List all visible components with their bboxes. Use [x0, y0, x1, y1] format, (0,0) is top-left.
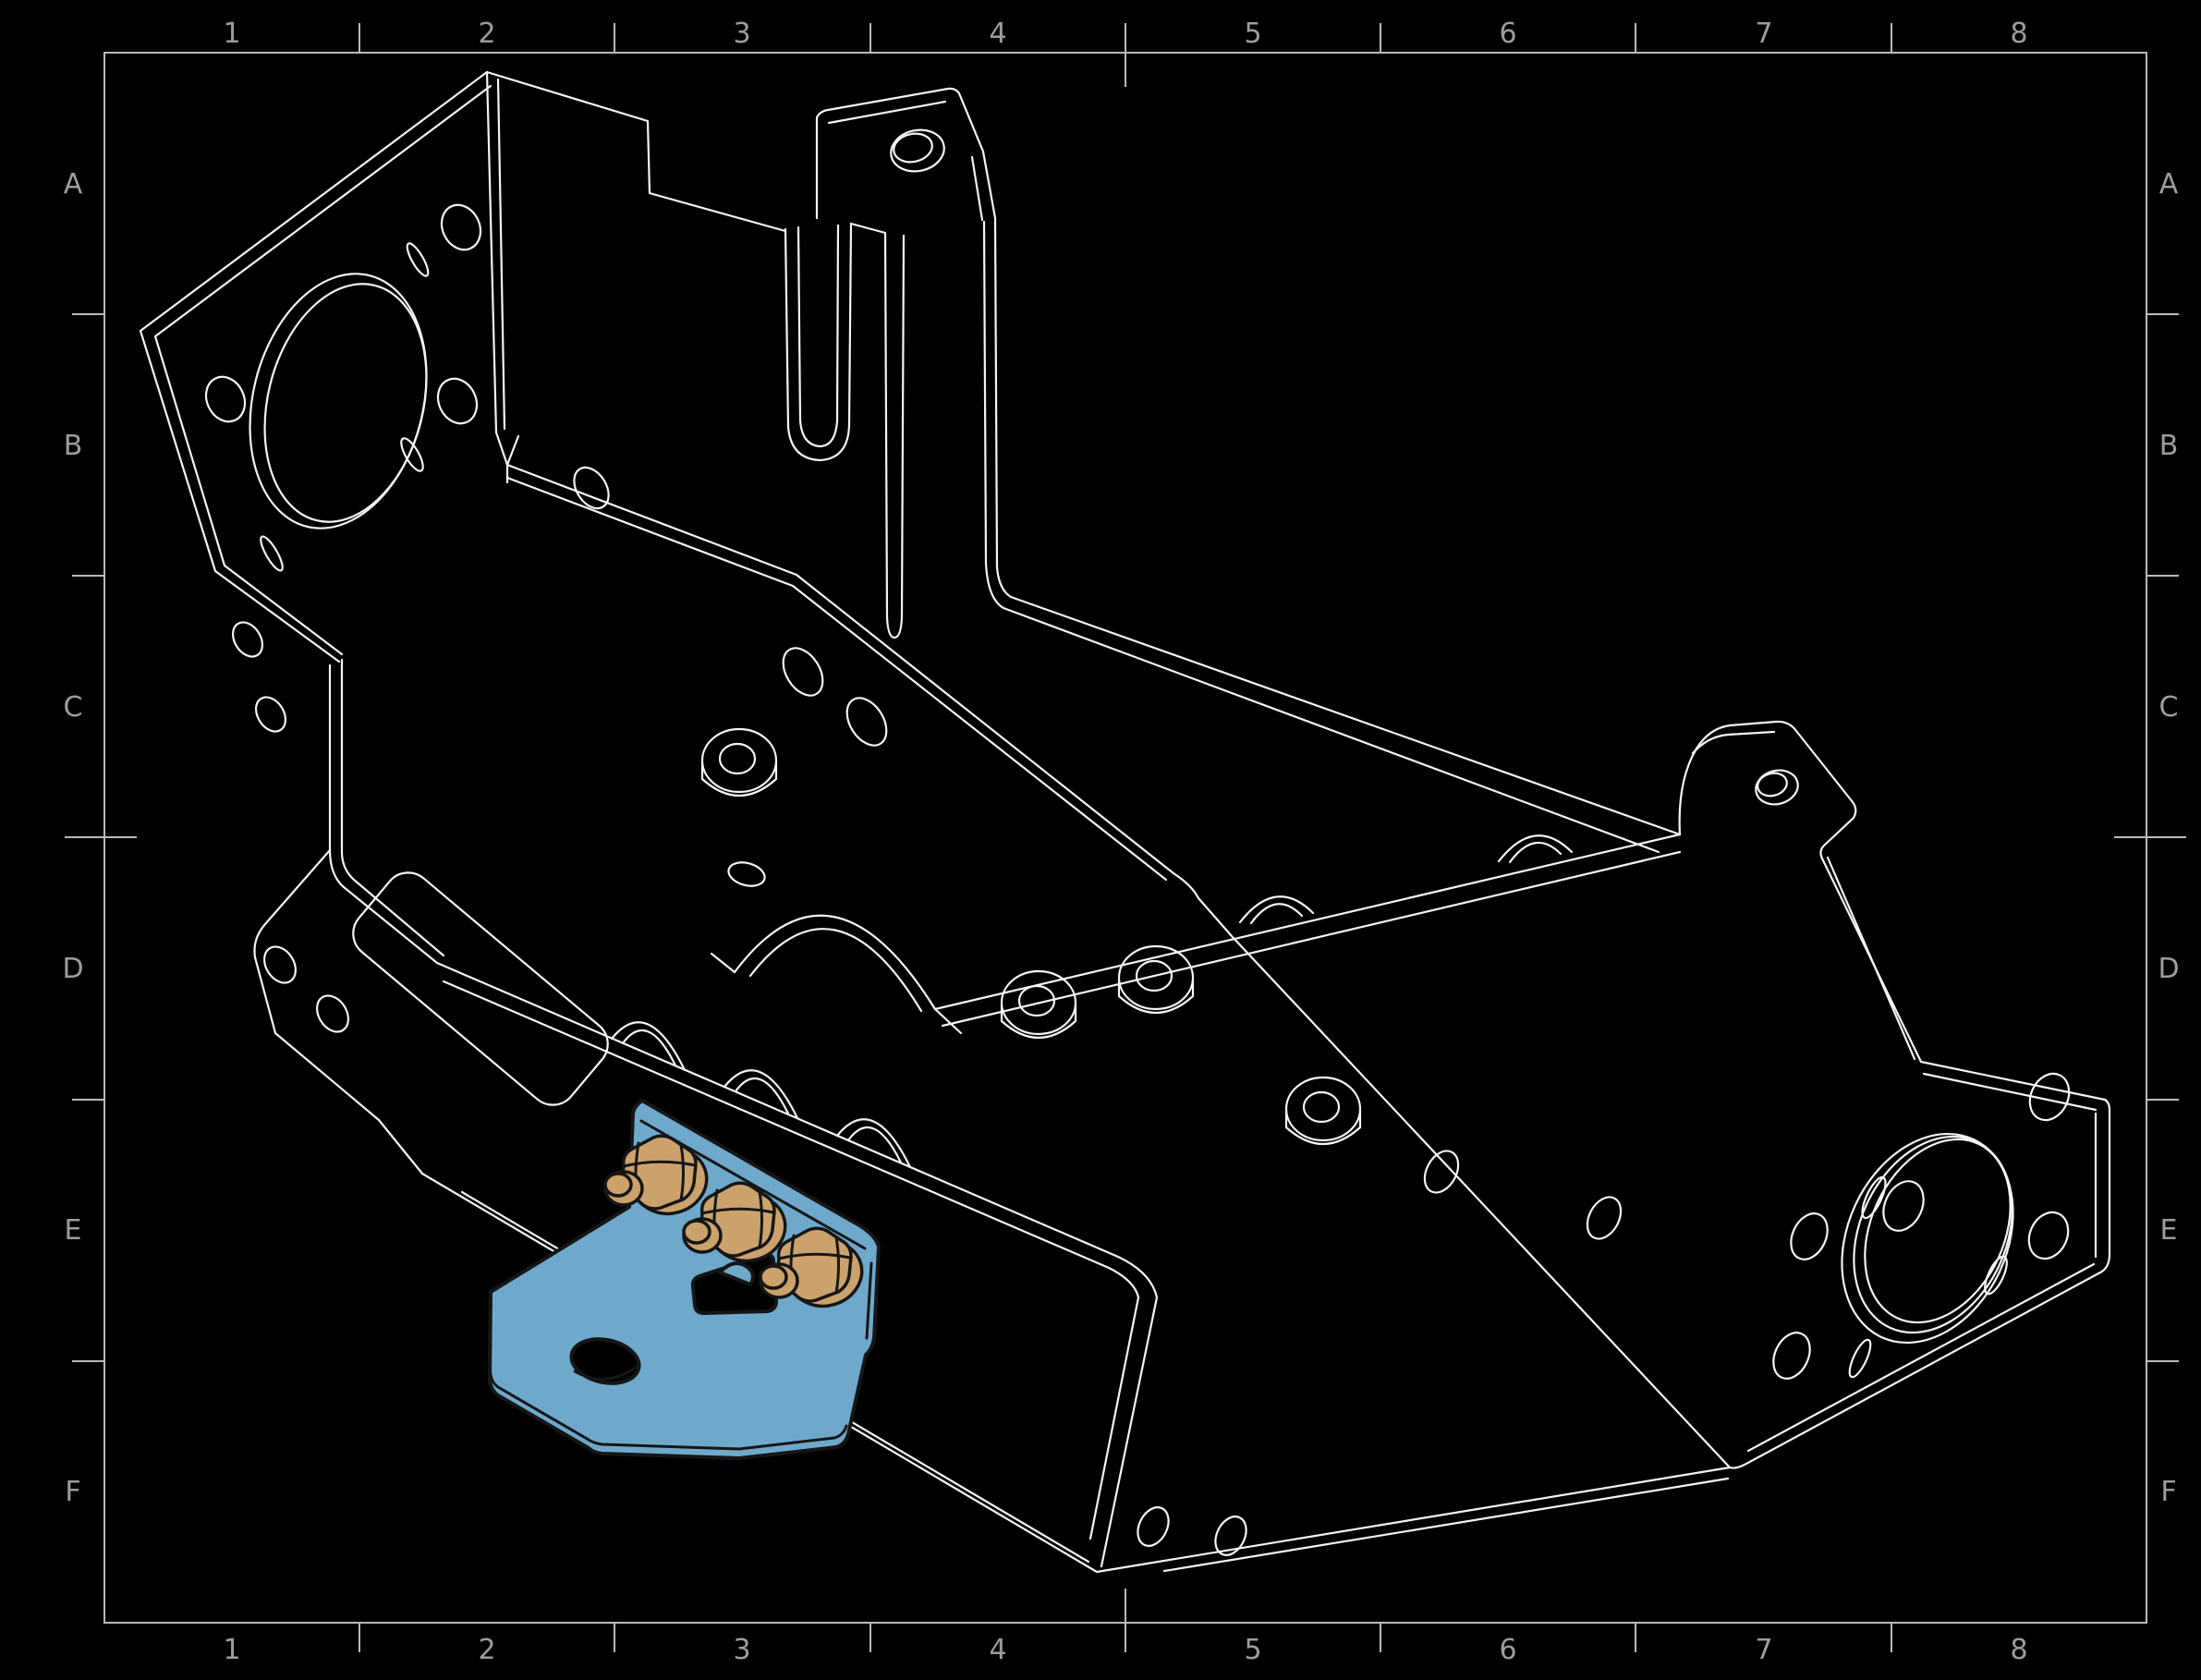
zone-labels-right: A B C D E F [2158, 168, 2179, 1508]
zone-col-bottom-6: 6 [1499, 1634, 1516, 1666]
zone-row-left-F: F [65, 1476, 80, 1508]
zone-col-bottom-2: 2 [478, 1634, 495, 1666]
zone-col-top-1: 1 [223, 18, 240, 50]
zone-col-top-2: 2 [478, 18, 495, 50]
zone-col-top-8: 8 [2010, 18, 2027, 50]
bracket-thickness-line [489, 1372, 848, 1451]
zone-row-right-D: D [2158, 953, 2179, 985]
zone-row-left-D: D [62, 953, 83, 985]
zone-labels-top: 1 2 3 4 5 6 7 8 [223, 18, 2027, 50]
zone-row-right-C: C [2159, 691, 2179, 724]
zone-col-bottom-7: 7 [1755, 1634, 1772, 1666]
zone-row-right-F: F [2160, 1476, 2176, 1508]
zone-col-bottom-8: 8 [2010, 1634, 2027, 1666]
zone-col-top-5: 5 [1244, 18, 1261, 50]
zone-row-right-E: E [2160, 1214, 2178, 1247]
zone-row-right-A: A [2159, 168, 2179, 201]
zone-col-top-6: 6 [1499, 18, 1516, 50]
zone-col-top-4: 4 [989, 18, 1006, 50]
zone-row-left-A: A [64, 168, 83, 201]
highlighted-bracket[interactable] [488, 1099, 881, 1460]
zone-ticks [65, 23, 2186, 1652]
zone-col-bottom-4: 4 [989, 1634, 1006, 1666]
bracket-slot [690, 1252, 778, 1315]
zone-row-right-B: B [2159, 430, 2179, 462]
zone-row-left-E: E [65, 1214, 82, 1247]
chassis-wireframe [139, 70, 2111, 1574]
bracket-hole [569, 1337, 641, 1385]
zone-col-bottom-1: 1 [223, 1634, 240, 1666]
bracket-hole-thickness [573, 1365, 638, 1381]
sheet-border [103, 52, 2147, 1624]
zone-row-left-B: B [64, 430, 83, 462]
zone-col-bottom-3: 3 [733, 1634, 750, 1666]
bracket-slot-tab [718, 1261, 755, 1286]
zone-col-top-3: 3 [733, 18, 750, 50]
zone-col-bottom-5: 5 [1244, 1634, 1261, 1666]
zone-labels-left: A B C D E F [62, 168, 83, 1508]
zone-labels-bottom: 1 2 3 4 5 6 7 8 [223, 1634, 2027, 1666]
zone-col-top-7: 7 [1755, 18, 1772, 50]
zone-row-left-C: C [64, 691, 83, 724]
